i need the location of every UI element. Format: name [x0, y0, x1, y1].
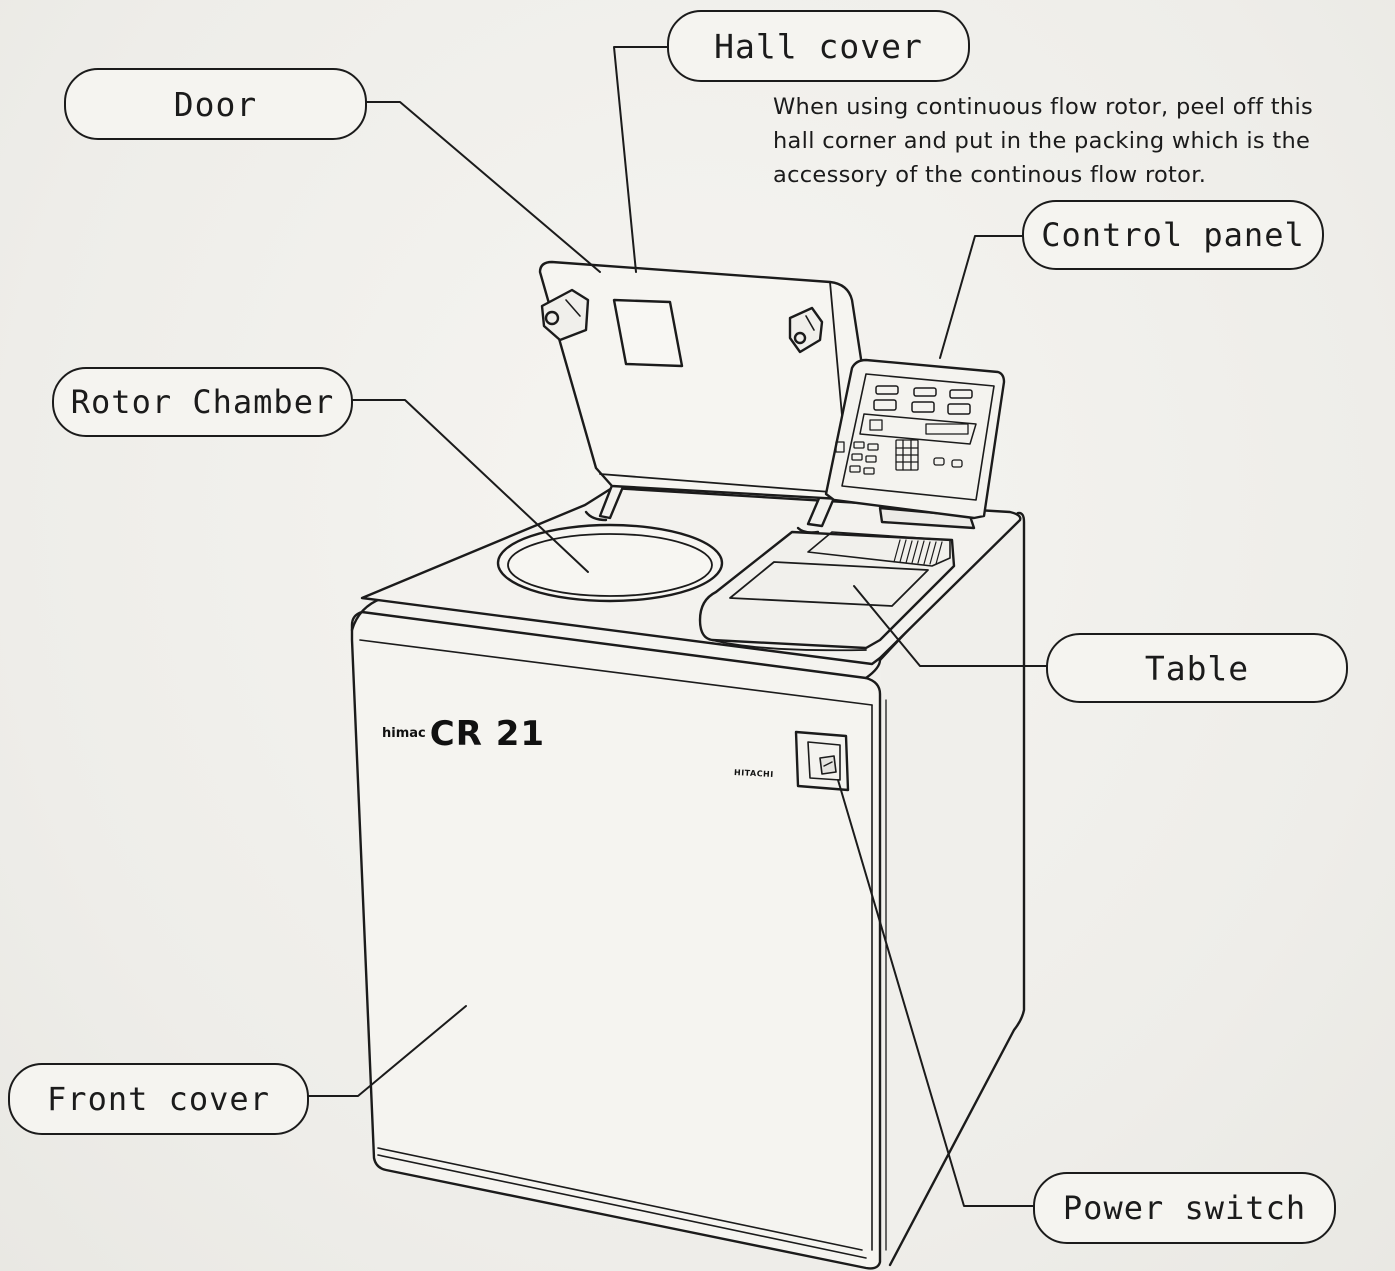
callout-hall-cover: Hall cover	[667, 10, 970, 82]
note-line-3: accessory of the continous flow rotor.	[773, 158, 1385, 192]
callout-front-cover: Front cover	[8, 1063, 309, 1135]
note-line-1: When using continuous flow rotor, peel o…	[773, 90, 1385, 124]
leader-hall-cover	[614, 47, 668, 272]
hall-cover-patch	[614, 300, 682, 366]
rotor-chamber-ring	[498, 525, 722, 601]
hall-cover-note: When using continuous flow rotor, peel o…	[773, 90, 1385, 192]
callout-control-panel: Control panel	[1022, 200, 1324, 270]
door-lid	[540, 262, 878, 500]
power-switch-unit	[796, 732, 848, 790]
callout-table: Table	[1046, 633, 1348, 703]
callout-rotor-chamber: Rotor Chamber	[52, 367, 353, 437]
callout-door: Door	[64, 68, 367, 140]
note-line-2: hall corner and put in the packing which…	[773, 124, 1385, 158]
model-branding: himac CR 21	[382, 714, 545, 754]
brand-small-text: himac	[382, 726, 426, 741]
model-name: CR 21	[430, 714, 545, 754]
control-panel-unit	[826, 360, 1004, 528]
leader-door	[364, 102, 600, 272]
callout-power-switch: Power switch	[1033, 1172, 1336, 1244]
leader-control-panel	[940, 236, 1024, 358]
